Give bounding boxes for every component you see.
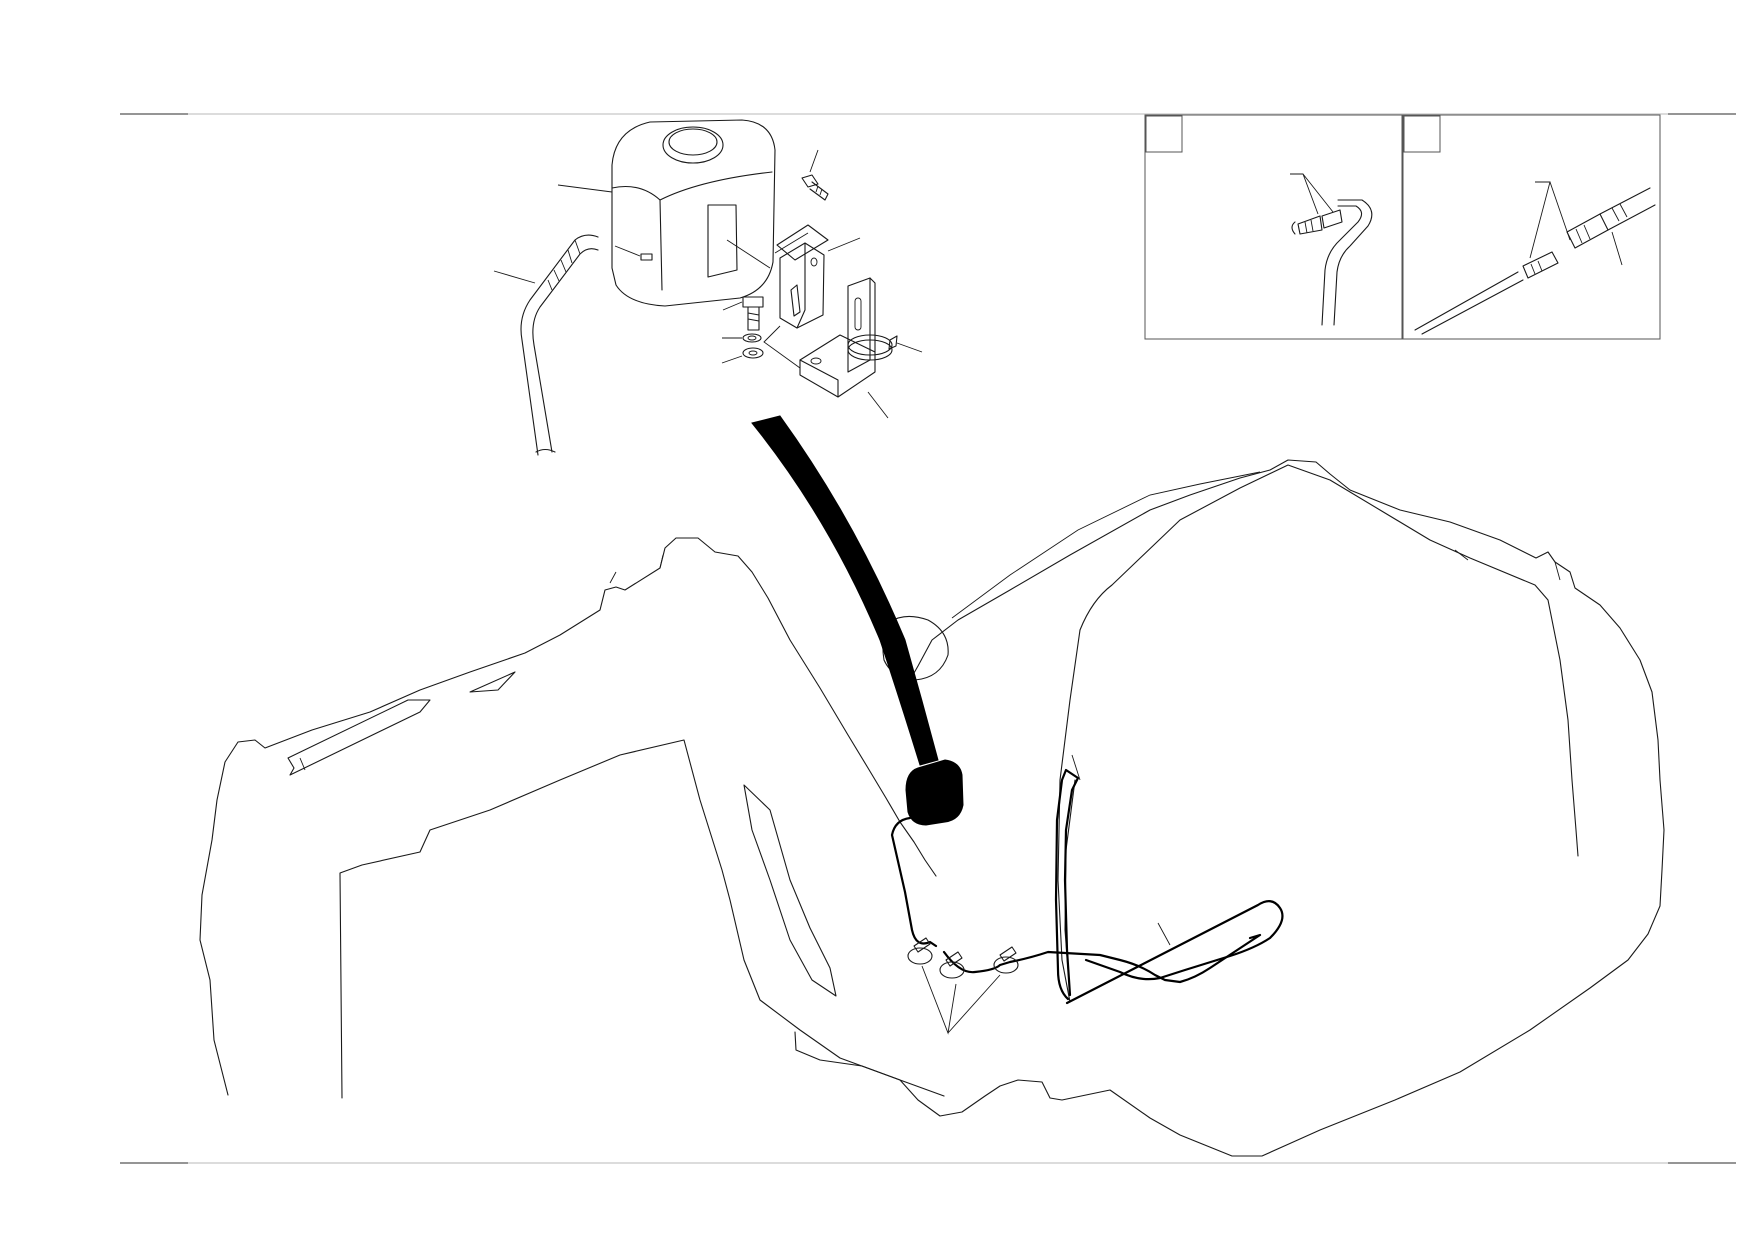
detail-view-a <box>1144 114 1403 340</box>
washer-hose <box>520 234 599 456</box>
cab-door <box>1079 464 1579 857</box>
hose-clamp-3 <box>993 946 1019 974</box>
hose-clamp-1 <box>907 937 933 965</box>
bolt-upper <box>801 149 829 201</box>
hose-clamp-2 <box>939 951 965 979</box>
washer-tank <box>611 119 776 307</box>
mirror <box>882 615 949 681</box>
washer-hose-route <box>890 754 1284 1035</box>
mounting-bracket-l <box>799 277 923 419</box>
washer-flat <box>721 347 764 364</box>
boom <box>199 537 937 1096</box>
tank-location-marker <box>905 759 964 826</box>
page-rules <box>120 113 1736 1164</box>
tank-cap <box>662 126 724 164</box>
location-callout <box>751 415 964 826</box>
machine-outline <box>199 459 1665 1157</box>
bolt-lower <box>722 296 764 331</box>
washer-spring <box>722 333 762 343</box>
mounting-bracket-plate <box>776 224 861 329</box>
washer-tank-assembly <box>493 119 923 456</box>
detail-view-b <box>1402 114 1661 340</box>
